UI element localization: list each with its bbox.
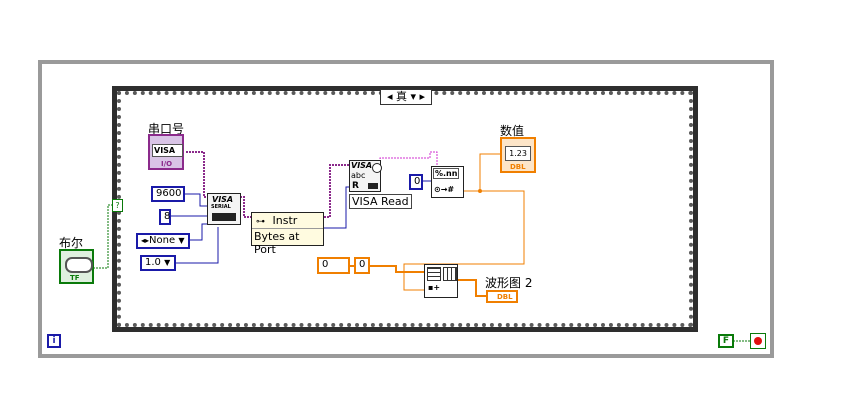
scan-format-label: %.nn bbox=[433, 168, 460, 179]
visa-read-node[interactable]: VISA abc R bbox=[349, 160, 382, 192]
serial-port-label: 串口号 bbox=[148, 122, 185, 136]
serial-port-footer: I/O bbox=[161, 160, 173, 168]
parity-wire bbox=[190, 223, 208, 241]
clock-icon bbox=[372, 163, 382, 173]
parity-constant[interactable]: ◂▸None ▼ bbox=[136, 233, 190, 249]
visa-serial-subtitle: SERIAL bbox=[211, 204, 231, 210]
visa-configure-serial-node[interactable]: VISA SERIAL bbox=[207, 193, 241, 225]
stop-false-constant[interactable]: F bbox=[718, 334, 734, 348]
boolean-footer: TF bbox=[70, 274, 80, 282]
numeric-footer: DBL bbox=[510, 163, 526, 171]
offset-constant[interactable]: 0 bbox=[409, 174, 423, 190]
visa-read-caption: VISA Read bbox=[349, 194, 412, 209]
dropdown-icon: ▼ bbox=[164, 258, 171, 267]
dropdown-icon: ▼ bbox=[178, 236, 185, 245]
decrement-arrow-icon[interactable]: ◂ bbox=[386, 90, 393, 103]
data-bits-constant[interactable]: 8 bbox=[159, 209, 171, 225]
value-wire bbox=[464, 153, 500, 192]
waveform-label: 波形图 2 bbox=[485, 276, 533, 290]
case-selector[interactable]: ◂ 真 ▾ ▸ bbox=[380, 89, 432, 105]
serial-port-value: VISA bbox=[152, 144, 183, 157]
stop-sign-icon bbox=[754, 337, 762, 345]
insert-arrow-icon: ▪+ bbox=[428, 283, 441, 292]
visa-resource-wire-2 bbox=[324, 164, 349, 218]
numeric-label: 数值 bbox=[500, 124, 525, 138]
bytes-at-port-property: Bytes at Port bbox=[254, 230, 300, 256]
insert-into-array-node[interactable]: ▪+ bbox=[424, 264, 458, 298]
array-constant[interactable]: 0 bbox=[317, 257, 350, 274]
loop-condition-terminal[interactable] bbox=[750, 333, 766, 349]
boolean-control[interactable]: TF bbox=[59, 249, 94, 284]
numeric-value: 1.23 bbox=[505, 146, 531, 161]
scan-arrow-icon: ⊙→# bbox=[434, 185, 455, 194]
visa-serial-title: VISA bbox=[212, 195, 234, 204]
serial-port-icon bbox=[212, 213, 236, 221]
visa-read-text: abc bbox=[351, 171, 366, 180]
wire-junction bbox=[478, 189, 482, 193]
stop-bits-value: 1.0 bbox=[145, 257, 161, 268]
toggle-icon bbox=[65, 257, 93, 273]
array-index-value: 0 bbox=[322, 259, 329, 270]
dropdown-arrow-icon[interactable]: ▾ bbox=[410, 90, 417, 103]
serial-port-control[interactable]: VISA I/O bbox=[148, 134, 184, 170]
case-selector-terminal[interactable]: ? bbox=[112, 199, 123, 212]
bytes-wire bbox=[324, 186, 349, 229]
case-selector-value: 真 bbox=[395, 90, 407, 103]
stop-wire bbox=[733, 340, 751, 342]
baud-wire bbox=[184, 193, 208, 207]
array-grid-icon-2 bbox=[443, 267, 457, 281]
read-icon bbox=[368, 183, 378, 189]
property-node-class: ⊶ Instr bbox=[252, 213, 323, 229]
array-grid-icon bbox=[427, 267, 441, 281]
iteration-terminal: i bbox=[47, 334, 61, 348]
increment-arrow-icon[interactable]: ▸ bbox=[419, 90, 426, 103]
ring-arrows-icon: ◂▸ bbox=[141, 236, 150, 245]
waveform-wire bbox=[458, 279, 486, 297]
boolean-label: 布尔 bbox=[59, 236, 84, 250]
waveform-indicator: DBL bbox=[486, 290, 518, 303]
parity-value: None bbox=[149, 235, 176, 246]
stop-bits-constant[interactable]: 1.0 ▼ bbox=[140, 255, 176, 271]
stop-bits-wire bbox=[176, 227, 219, 264]
value-branch-wire bbox=[403, 190, 525, 291]
array-element-constant[interactable]: 0 bbox=[354, 257, 370, 274]
baud-rate-constant[interactable]: 9600 bbox=[151, 186, 185, 202]
visa-read-title: VISA bbox=[351, 161, 373, 170]
key-icon: ⊶ bbox=[256, 217, 265, 227]
array-const-wire bbox=[370, 265, 424, 273]
property-node-class-name: Instr bbox=[272, 214, 298, 227]
visa-read-mode: R bbox=[352, 181, 359, 191]
waveform-footer: DBL bbox=[497, 293, 513, 301]
read-buffer-wire bbox=[379, 151, 438, 170]
numeric-indicator: 1.23 DBL bbox=[500, 137, 536, 173]
scan-from-string-node[interactable]: %.nn ⊙→# bbox=[431, 166, 464, 198]
property-node[interactable]: ⊶ Instr Bytes at Port bbox=[251, 212, 324, 256]
